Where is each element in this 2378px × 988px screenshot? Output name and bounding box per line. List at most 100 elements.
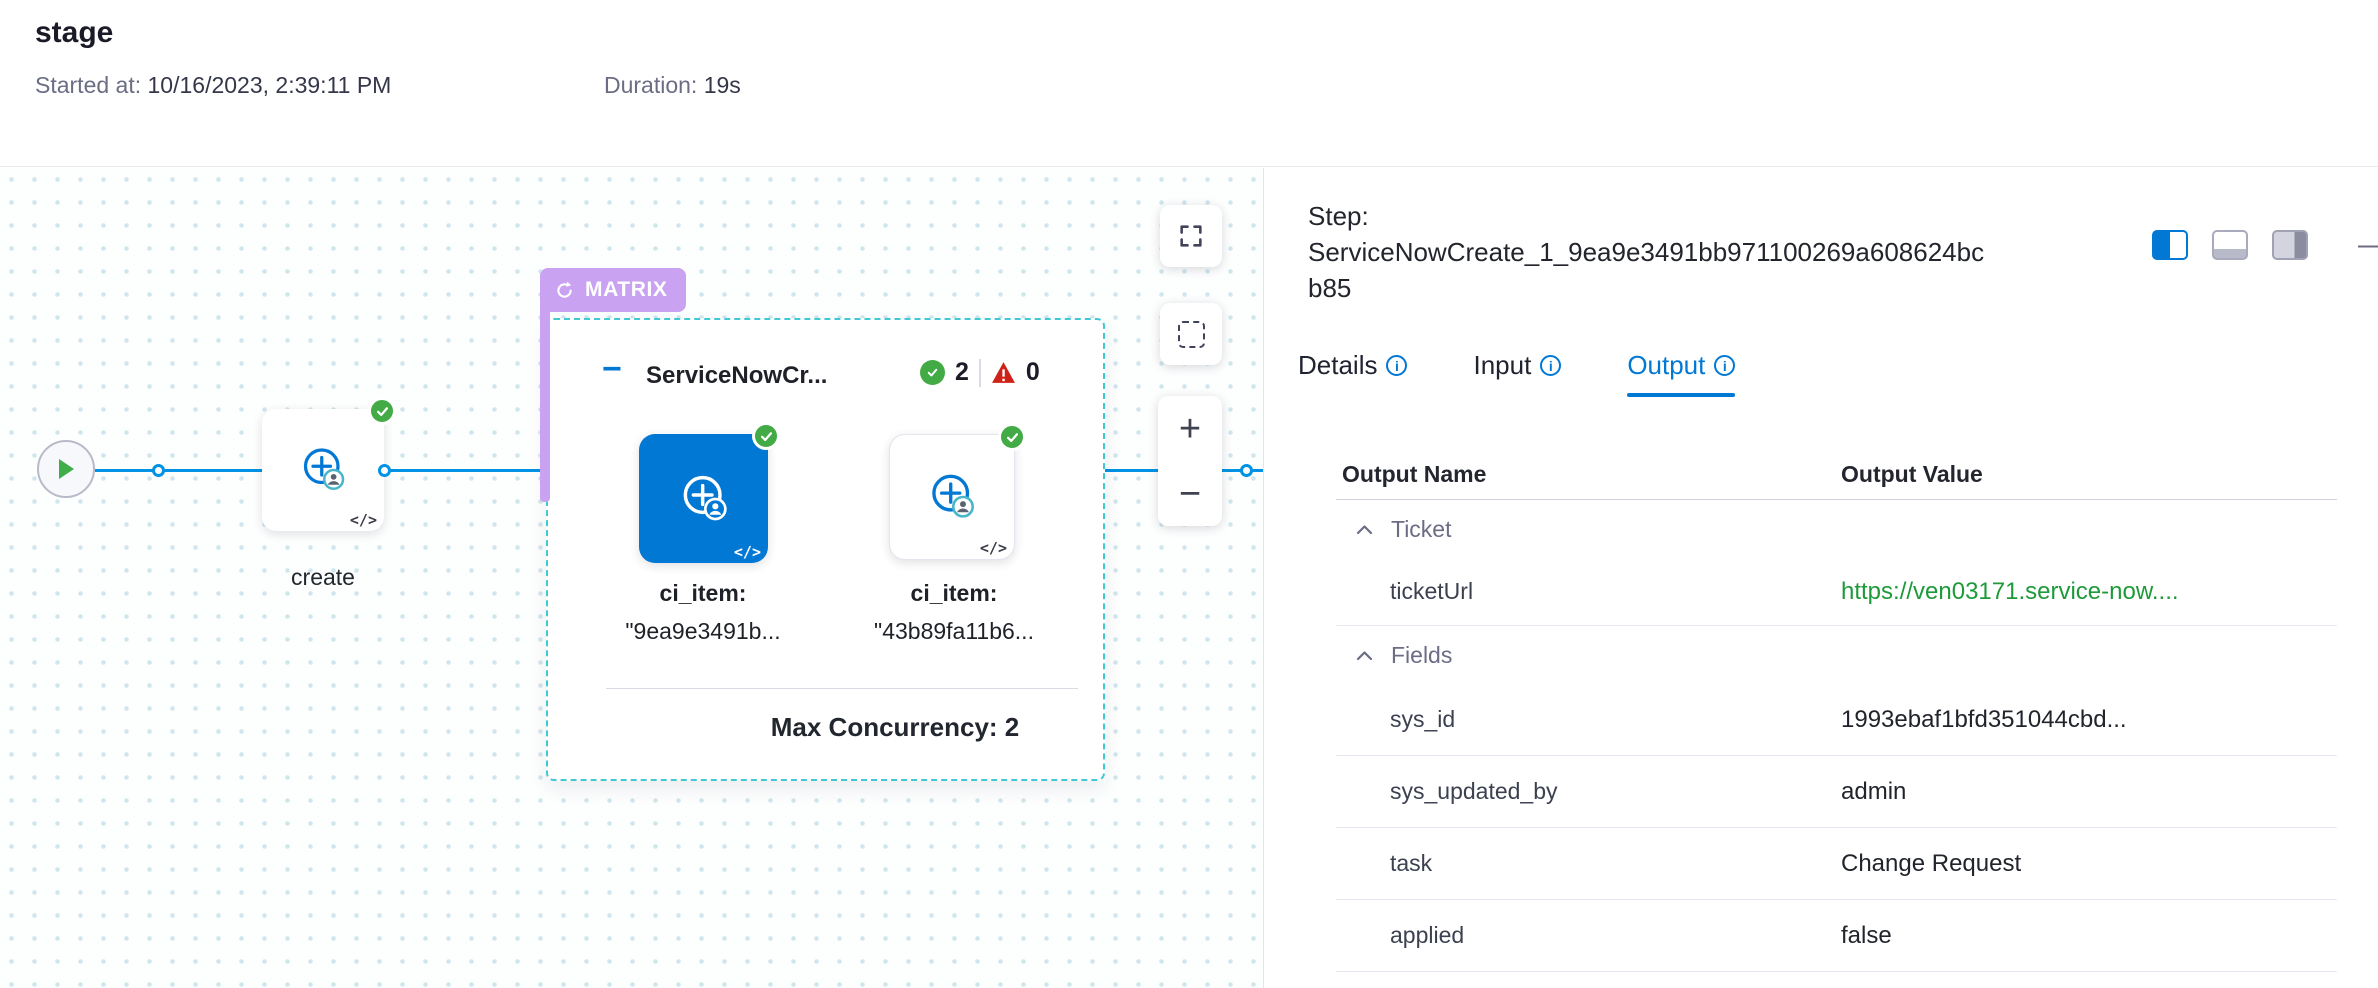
matrix-item-key-value: "43b89fa11b6... — [874, 618, 1034, 644]
status-separator — [978, 358, 981, 387]
servicenow-create-step-icon — [683, 475, 727, 520]
matrix-status: 2 0 — [920, 358, 1040, 387]
section-title: Fields — [1391, 641, 1453, 668]
step-node-label: create — [291, 564, 355, 590]
table-row: ticketUrl https://ven03171.service-now..… — [1336, 558, 2337, 626]
info-icon[interactable] — [1714, 355, 1736, 376]
chevron-up-icon[interactable] — [1356, 650, 1373, 661]
output-table: Output Name Output Value Ticket ticketUr… — [1336, 450, 2337, 972]
section-row-fields[interactable]: Fields — [1336, 626, 2337, 684]
output-name: ticketUrl — [1390, 578, 1474, 604]
edge-connector-dot — [378, 464, 391, 477]
success-badge — [752, 422, 780, 450]
pipeline-start-node[interactable] — [37, 440, 95, 498]
tab-label: Input — [1473, 350, 1532, 380]
zoom-in-button[interactable]: + — [1178, 407, 1202, 450]
output-value: Change Request — [1841, 849, 2022, 877]
matrix-accent-strip — [540, 312, 550, 502]
panel-tabs: Details Input Output — [1298, 350, 1736, 397]
layout-bottom-panel-icon[interactable] — [2212, 230, 2248, 260]
edge-start-to-create — [95, 469, 262, 472]
canvas-fullscreen-button[interactable] — [1160, 205, 1222, 267]
tab-label: Output — [1627, 350, 1706, 380]
output-name: sys_updated_by — [1390, 778, 1558, 804]
tab-input[interactable]: Input — [1473, 350, 1562, 397]
output-name: sys_id — [1390, 706, 1456, 732]
matrix-item-key-label: ci_item: — [659, 580, 747, 606]
output-name: applied — [1390, 922, 1465, 948]
matrix-divider — [606, 688, 1078, 689]
warning-icon — [991, 362, 1015, 383]
servicenow-create-step-icon — [303, 448, 345, 490]
section-row-ticket[interactable]: Ticket — [1336, 500, 2337, 558]
check-icon — [760, 431, 772, 441]
matrix-item-key-label: ci_item: — [910, 580, 998, 606]
chevron-up-icon[interactable] — [1356, 524, 1373, 535]
code-step-icon: </> — [349, 511, 377, 529]
canvas-select-button[interactable] — [1160, 303, 1222, 365]
marquee-selection-icon — [1177, 320, 1205, 348]
servicenow-create-step-icon — [932, 474, 974, 518]
output-value: admin — [1841, 777, 1907, 805]
matrix-step-title: ServiceNowCr... — [646, 362, 828, 389]
check-icon — [1006, 432, 1018, 442]
tab-label: Details — [1298, 350, 1378, 380]
step-node-create[interactable]: </> — [262, 397, 396, 531]
success-badge — [368, 397, 396, 425]
tab-details[interactable]: Details — [1298, 350, 1408, 397]
check-icon — [927, 368, 938, 377]
duration-value: 19s — [703, 72, 741, 98]
pipeline-canvas[interactable]: </> create MATRIX − ServiceNowCr... 2 — [0, 168, 1263, 988]
expand-icon — [1180, 225, 1202, 247]
check-icon — [376, 406, 388, 416]
matrix-badge: MATRIX — [540, 268, 686, 312]
matrix-item-key-value: "9ea9e3491b... — [625, 618, 781, 644]
info-icon[interactable] — [1540, 355, 1562, 376]
step-title-label: Step: — [1308, 201, 1369, 231]
max-concurrency: Max Concurrency: 2 — [770, 712, 1020, 742]
output-name: task — [1390, 850, 1433, 876]
code-step-icon: </> — [733, 543, 761, 561]
success-count: 2 — [955, 358, 969, 386]
matrix-step-group[interactable]: − ServiceNowCr... 2 0 — [546, 318, 1105, 781]
table-row: task Change Request — [1336, 828, 2337, 900]
table-row: sys_id 1993ebaf1bfd351044cbd... — [1336, 684, 2337, 756]
tab-output[interactable]: Output — [1627, 350, 1736, 397]
matrix-item-key: ci_item: "43b89fa11b6... — [826, 580, 1082, 645]
layout-right-panel-icon[interactable] — [2272, 230, 2308, 260]
edge-connector-dot — [1240, 464, 1253, 477]
failed-count: 0 — [1025, 358, 1040, 386]
started-at-value: 10/16/2023, 2:39:11 PM — [147, 72, 392, 98]
zoom-out-button[interactable]: − — [1178, 472, 1202, 515]
execution-header: stage Started at: 10/16/2023, 2:39:11 PM… — [0, 0, 2378, 167]
layout-split-view-icon[interactable] — [2152, 230, 2188, 260]
section-title: Ticket — [1391, 515, 1452, 542]
matrix-collapse-button[interactable]: − — [602, 350, 622, 388]
code-step-icon: </> — [979, 539, 1007, 557]
output-name-header: Output Name — [1342, 461, 1487, 487]
table-row: applied false — [1336, 900, 2337, 972]
zoom-controls: + − — [1158, 396, 1222, 526]
started-at-label: Started at: — [35, 72, 142, 98]
matrix-badge-label: MATRIX — [585, 278, 668, 301]
panel-layout-controls: — — [2152, 230, 2378, 260]
output-value-header: Output Value — [1841, 461, 1983, 487]
output-table-header: Output Name Output Value — [1336, 450, 2337, 500]
table-row: sys_updated_by admin — [1336, 756, 2337, 828]
matrix-item-node[interactable]: </> — [889, 423, 1026, 560]
edge-connector-dot — [152, 464, 165, 477]
matrix-item-node-selected[interactable]: </> — [639, 422, 780, 563]
started-at: Started at: 10/16/2023, 2:39:11 PM — [35, 72, 391, 99]
step-details-panel: Step: ServiceNowCreate_1_9ea9e3491bb9711… — [1263, 168, 2378, 988]
stage-title: stage — [35, 16, 114, 49]
step-title: Step: ServiceNowCreate_1_9ea9e3491bb9711… — [1308, 198, 1998, 306]
matrix-item-key: ci_item: "9ea9e3491b... — [573, 580, 833, 645]
duration-label: Duration: — [604, 72, 698, 98]
minimize-panel-button[interactable]: — — [2358, 230, 2378, 260]
ticket-url-link[interactable]: https://ven03171.service-now.... — [1841, 577, 2179, 605]
success-count-icon — [920, 360, 945, 385]
duration: Duration: 19s — [604, 72, 741, 99]
output-value: 1993ebaf1bfd351044cbd... — [1841, 705, 2127, 733]
info-icon[interactable] — [1386, 355, 1408, 376]
loop-icon — [557, 281, 572, 298]
